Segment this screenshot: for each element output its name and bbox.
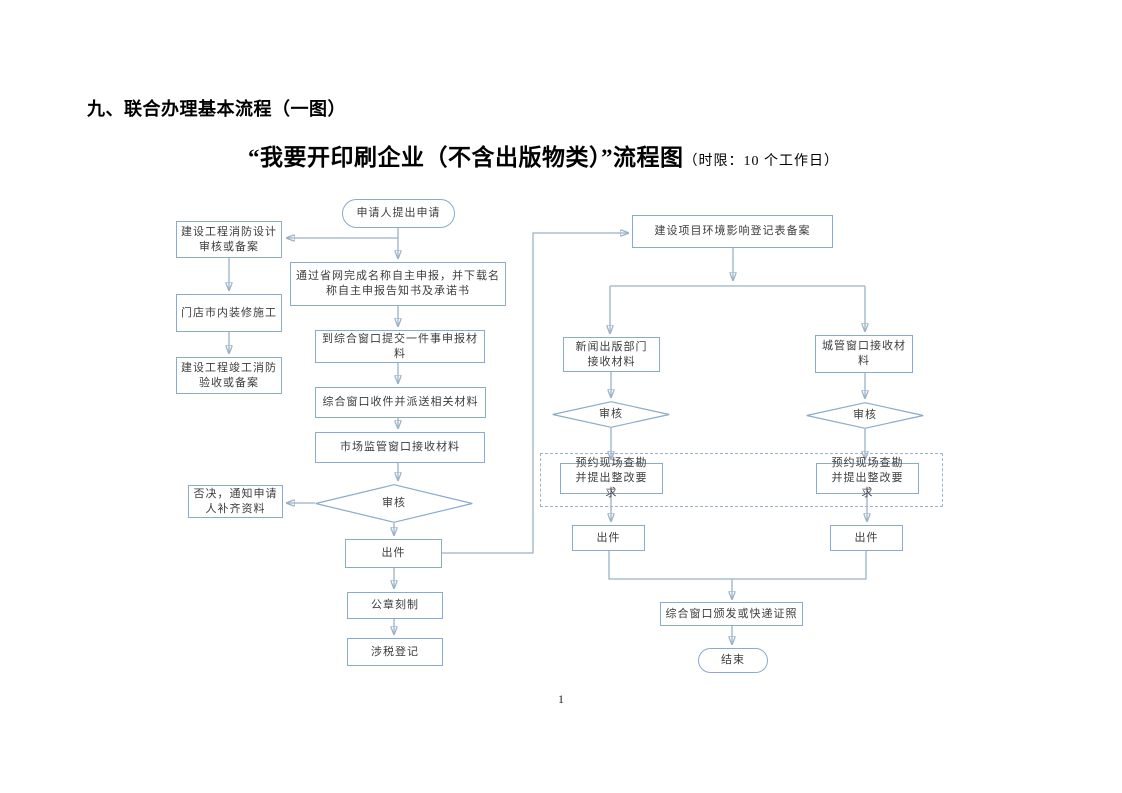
node-review-mid: 审核 — [315, 484, 473, 523]
section-heading: 九、联合办理基本流程（一图） — [87, 99, 346, 119]
diamond-label: 审核 — [853, 409, 877, 422]
diamond-shape — [552, 401, 670, 428]
flowchart-title-note: （时限：10 个工作日） — [683, 154, 839, 169]
node-review-left: 审核 — [552, 401, 670, 428]
node-seal: 公章刻制 — [347, 592, 443, 619]
node-fire-acceptance: 建设工程竣工消防验收或备案 — [176, 357, 282, 394]
flowchart-title-main: “我要开印刷企业（不含出版物类）”流程图 — [248, 145, 684, 170]
node-urban-window: 城管窗口接收材料 — [815, 335, 913, 373]
node-province-net: 通过省网完成名称自主申报，并下载名称自主申报告知书及承诺书 — [290, 262, 506, 306]
survey-group-frame — [540, 453, 943, 507]
node-end: 结束 — [698, 648, 768, 673]
diamond-shape — [315, 484, 473, 523]
node-market-window: 市场监管窗口接收材料 — [315, 432, 485, 463]
diamond-shape — [806, 402, 924, 429]
node-license: 综合窗口颁发或快递证照 — [660, 602, 803, 626]
node-survey-right: 预约现场查勘并提出整改要求 — [816, 457, 919, 499]
diamond-label: 审核 — [599, 408, 623, 421]
node-press-dept: 新闻出版部门接收材料 — [563, 337, 660, 372]
node-issue-right: 出件 — [830, 525, 903, 551]
diamond-label: 审核 — [382, 497, 406, 510]
node-renovation: 门店市内装修施工 — [176, 294, 282, 332]
node-env-record: 建设项目环境影响登记表备案 — [632, 215, 833, 248]
node-fire-design: 建设工程消防设计审核或备案 — [176, 221, 282, 258]
node-review-right: 审核 — [806, 402, 924, 429]
page-number: 1 — [558, 692, 564, 706]
node-issue-mid: 出件 — [345, 539, 442, 568]
node-tax: 涉税登记 — [347, 638, 443, 666]
flowchart-title: “我要开印刷企业（不含出版物类）”流程图（时限：10 个工作日） — [248, 138, 839, 172]
connector — [608, 551, 867, 580]
node-submit-window: 到综合窗口提交一件事申报材料 — [315, 330, 485, 363]
node-survey-left: 预约现场查勘并提出整改要求 — [560, 457, 663, 499]
node-issue-left: 出件 — [572, 525, 645, 551]
node-start: 申请人提出申请 — [342, 199, 455, 228]
node-receive-dispatch: 综合窗口收件并派送相关材料 — [315, 387, 486, 418]
node-reject: 否决，通知申请人补齐资料 — [188, 485, 283, 518]
